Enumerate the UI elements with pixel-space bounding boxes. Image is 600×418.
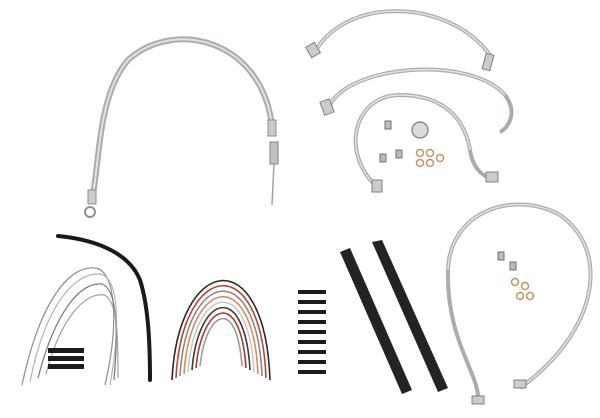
heat-shrink-pieces: [298, 290, 326, 374]
clutch-cable: [84, 36, 279, 218]
rubber-sleeves: [340, 240, 448, 394]
heat-shrink-tube: [56, 234, 152, 382]
lower-brake-line: [319, 67, 514, 193]
hardware-banjo-washers: [379, 120, 445, 168]
upper-brake-line: [304, 9, 495, 72]
throttle-cable-line: [445, 202, 593, 405]
extension-wires-gray: [21, 267, 119, 386]
extension-wires-color: [171, 279, 271, 381]
